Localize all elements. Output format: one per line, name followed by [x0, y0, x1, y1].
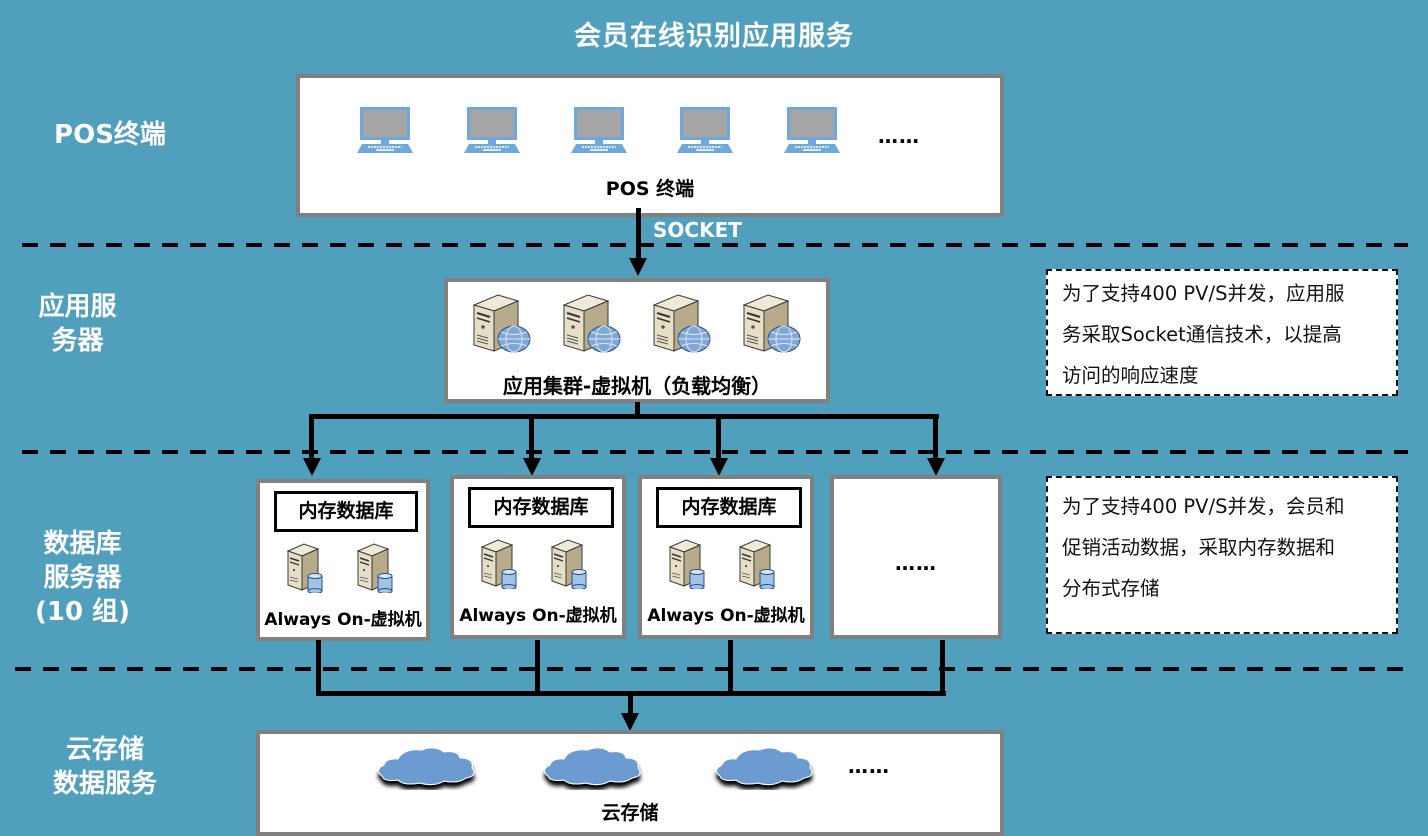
web-server-icon [738, 291, 806, 359]
cloud-icon [540, 744, 648, 794]
arrow-head-icon [709, 458, 728, 476]
cloud-icon [712, 744, 820, 794]
cloud-more: …… [848, 754, 890, 778]
database-server-icon [284, 541, 328, 597]
app-cluster-box: 应用集群-虚拟机（负载均衡） [444, 278, 830, 403]
note-app-server: 为了支持400 PV/S并发，应用服 务采取Socket通信技术，以提高 访问的… [1046, 269, 1398, 396]
connector-line [529, 414, 534, 460]
layer-label-cloud: 云存储 数据服务 [52, 735, 157, 799]
db-group-box: 内存数据库 Always On-虚拟机 [450, 475, 626, 639]
web-server-icon [468, 291, 536, 359]
connector-line [728, 640, 733, 696]
db-group-title: 内存数据库 [656, 487, 802, 528]
computer-icon [676, 106, 734, 160]
pos-more: …… [878, 124, 920, 148]
db-group-title: 内存数据库 [274, 491, 418, 532]
socket-label: SOCKET [653, 218, 742, 242]
database-server-icon [354, 541, 398, 597]
diagram-title: 会员在线识别应用服务 [574, 21, 854, 52]
pos-caption: POS 终端 [605, 178, 695, 200]
connector-line [316, 640, 321, 696]
database-server-icon [478, 537, 522, 593]
app-cluster-caption: 应用集群-虚拟机（负载均衡） [502, 374, 772, 398]
connector-bus [316, 691, 946, 696]
computer-icon [356, 106, 414, 160]
layer-divider [15, 667, 1408, 671]
db-group-caption: Always On-虚拟机 [264, 610, 422, 630]
arrow-head-icon [302, 458, 321, 476]
arrow-head-icon [629, 258, 647, 276]
db-group-title: 内存数据库 [468, 487, 614, 528]
database-server-icon [736, 537, 780, 593]
cloud-storage-box: …… 云存储 [256, 730, 1004, 836]
computer-icon [463, 106, 521, 160]
db-group-caption: Always On-虚拟机 [459, 606, 617, 626]
layer-label-pos: POS终端 [54, 120, 166, 150]
layer-label-db-server: 数据库 服务器 (10 组) [35, 529, 130, 627]
db-more-box: …… [830, 475, 1002, 639]
connector-line [635, 402, 640, 416]
database-server-icon [548, 537, 592, 593]
cloud-icon [374, 744, 482, 794]
db-group-box: 内存数据库 Always On-虚拟机 [256, 479, 430, 641]
connector-line [535, 640, 540, 696]
arrow-head-icon [926, 458, 945, 476]
connector-line [933, 414, 938, 460]
note-db-server: 为了支持400 PV/S并发，会员和 促销活动数据，采取内存数据和 分布式存储 [1046, 476, 1398, 634]
database-server-icon [666, 537, 710, 593]
socket-arrow-line [636, 208, 641, 264]
web-server-icon [648, 291, 716, 359]
layer-label-app-server: 应用服 务器 [38, 292, 117, 356]
computer-icon [570, 106, 628, 160]
connector-line [309, 414, 314, 460]
web-server-icon [558, 291, 626, 359]
connector-bus [309, 414, 939, 419]
layer-divider [22, 243, 1408, 247]
connector-line [940, 640, 945, 696]
db-more: …… [895, 551, 937, 575]
connector-line [716, 414, 721, 460]
db-group-box: 内存数据库 Always On-虚拟机 [638, 475, 814, 639]
db-group-caption: Always On-虚拟机 [647, 606, 805, 626]
computer-icon [783, 106, 841, 160]
connector-line [628, 694, 633, 716]
pos-terminal-box: …… POS 终端 [296, 74, 1004, 217]
cloud-caption: 云存储 [601, 802, 659, 824]
layer-divider [22, 450, 1408, 454]
arrow-head-icon [522, 458, 541, 476]
arrow-head-icon [621, 713, 639, 731]
